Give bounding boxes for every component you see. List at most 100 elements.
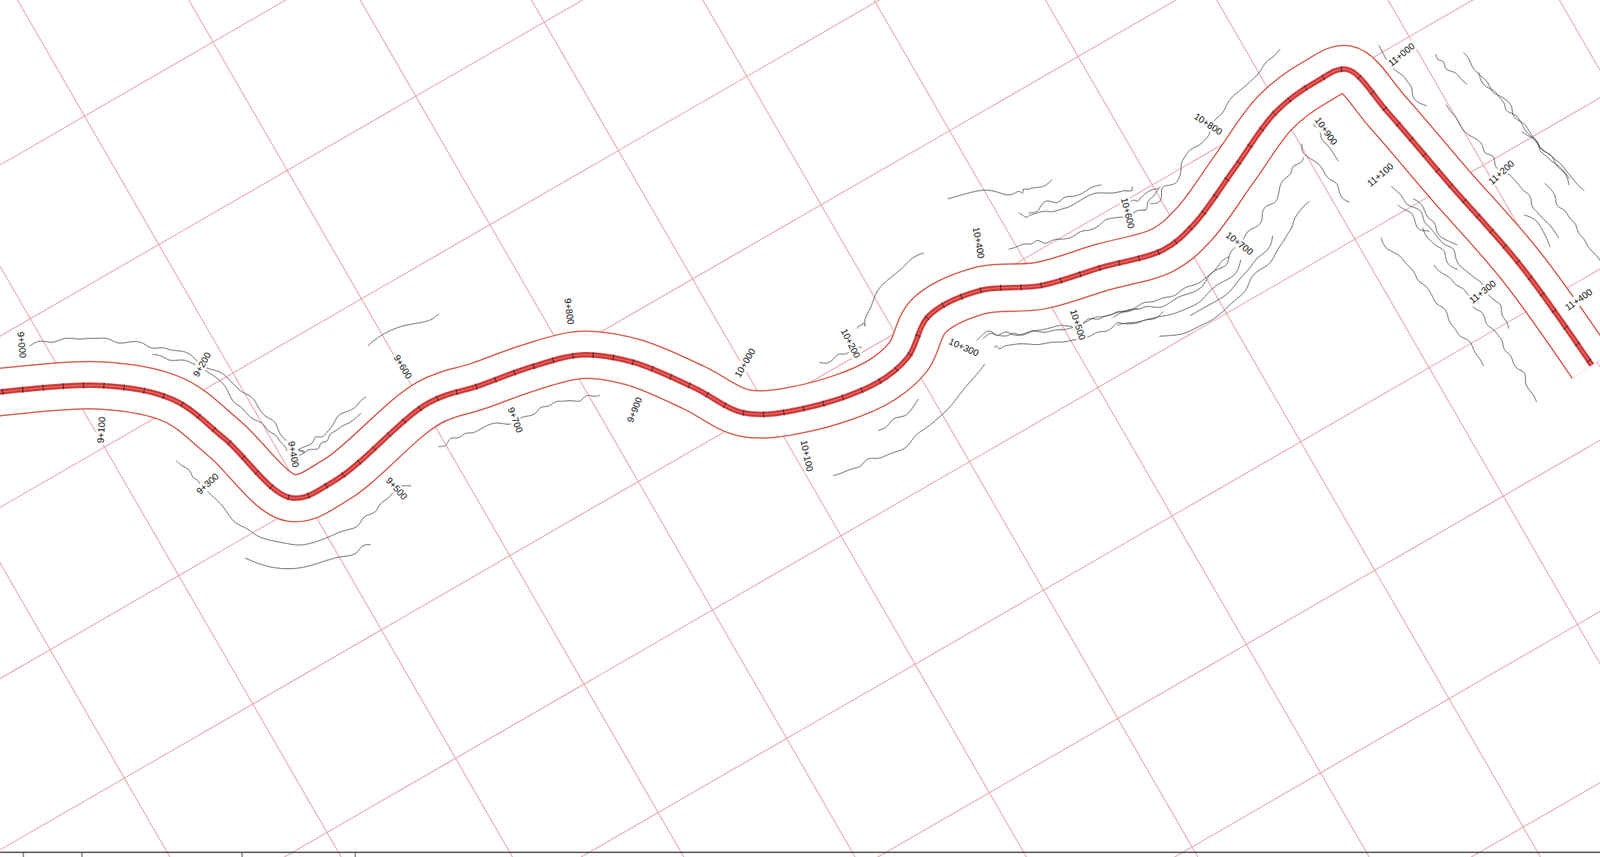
chainage-tick (1157, 249, 1160, 255)
contour-line (983, 308, 1139, 339)
chainage-label: 10+400 (969, 224, 987, 261)
sheet-border (23, 852, 25, 857)
chainage-tick (1020, 284, 1022, 291)
chainage-tick (162, 393, 165, 400)
chainage-tick (227, 440, 232, 446)
chainage-tick (783, 409, 784, 416)
contour-line (1478, 72, 1571, 180)
contour-line (1521, 131, 1569, 186)
chainage-label: 9+300 (192, 470, 222, 499)
sheet-border (0, 851, 1600, 854)
chainage-label: 9+000 (14, 330, 29, 361)
road-centreline (0, 68, 1593, 499)
chainage-tick (894, 367, 898, 372)
grid-line (0, 0, 116, 857)
contour-line (1301, 143, 1350, 203)
chainage-tick (21, 386, 24, 393)
chainage-label: 10+700 (1222, 228, 1257, 259)
contour-line (1436, 54, 1468, 85)
chainage-tick (1236, 160, 1242, 165)
chainage-tick (1382, 106, 1387, 111)
chainage-tick (1585, 359, 1592, 364)
road-alignment (0, 66, 1593, 501)
chainage-tick (324, 483, 328, 489)
chainage-tick (211, 427, 216, 432)
chainage-tick (632, 359, 635, 366)
chainage-tick (1408, 137, 1414, 142)
chainage-tick (1369, 90, 1375, 95)
chainage-tick (180, 402, 184, 408)
chainage-tick (762, 411, 764, 418)
chainage-tick (1118, 260, 1120, 267)
chainage-tick (1421, 153, 1427, 157)
road-axis (0, 68, 1593, 499)
chainage-tick (1258, 127, 1264, 132)
chainage-label: 9+700 (505, 403, 527, 435)
grid-line (0, 544, 1600, 857)
chainage-tick (941, 302, 945, 309)
chainage-tick (1224, 177, 1230, 182)
chainage-tick (1060, 277, 1062, 285)
grid-line (1113, 0, 1600, 857)
chainage-tick (960, 293, 963, 300)
grid-line (0, 0, 631, 857)
chainage-label: 10+300 (945, 334, 982, 360)
grid-line (0, 0, 1600, 318)
chainage-tick (42, 384, 44, 392)
chainage-label: 11+400 (1560, 285, 1596, 314)
chainage-tick (1435, 168, 1440, 173)
chainage-tick (1461, 199, 1467, 204)
chainage-label: 11+300 (1465, 277, 1500, 307)
chainage-label: 10+200 (837, 325, 864, 362)
chainage-label: 9+400 (285, 438, 301, 471)
chainage-tick (742, 409, 745, 417)
chainage-tick (1321, 74, 1325, 81)
chainage-tick (1539, 292, 1545, 297)
grid-line (0, 0, 1600, 703)
chainage-tick (475, 384, 478, 391)
chainage-tick (1515, 260, 1521, 264)
chainage-tick (651, 366, 654, 372)
chainage-tick (494, 377, 497, 383)
chainage-tick (1040, 282, 1043, 289)
chainage-label: 10+900 (1311, 113, 1341, 148)
chainage-tick (924, 316, 930, 321)
chainage-tick (436, 395, 439, 402)
chainage-tick (1272, 111, 1277, 117)
chainage-tick (1527, 276, 1533, 281)
contour-line (1143, 186, 1161, 211)
chainage-tick (1098, 264, 1101, 271)
grid-line (0, 0, 1600, 575)
chainage-tick (1563, 325, 1569, 330)
chainage-tick (1551, 309, 1558, 314)
chainage-tick (1357, 74, 1362, 80)
chainage-tick (841, 395, 845, 402)
chainage-tick (287, 494, 289, 501)
contour-line (947, 179, 1052, 199)
chainage-tick (1138, 255, 1141, 262)
chainage-label: 10+000 (731, 345, 759, 381)
grid-line (0, 801, 1600, 857)
chainage-tick (386, 432, 391, 438)
chainage-label: 10+500 (1067, 306, 1089, 343)
contour-line (367, 313, 439, 346)
chainage-tick (1173, 239, 1178, 245)
contour-line (1422, 228, 1458, 271)
chainage-tick (612, 354, 614, 361)
chainage-tick (143, 388, 146, 395)
contour-line (245, 545, 371, 570)
chainage-tick (802, 405, 805, 412)
chainage-tick (341, 472, 346, 478)
chainage-tick (878, 378, 882, 385)
